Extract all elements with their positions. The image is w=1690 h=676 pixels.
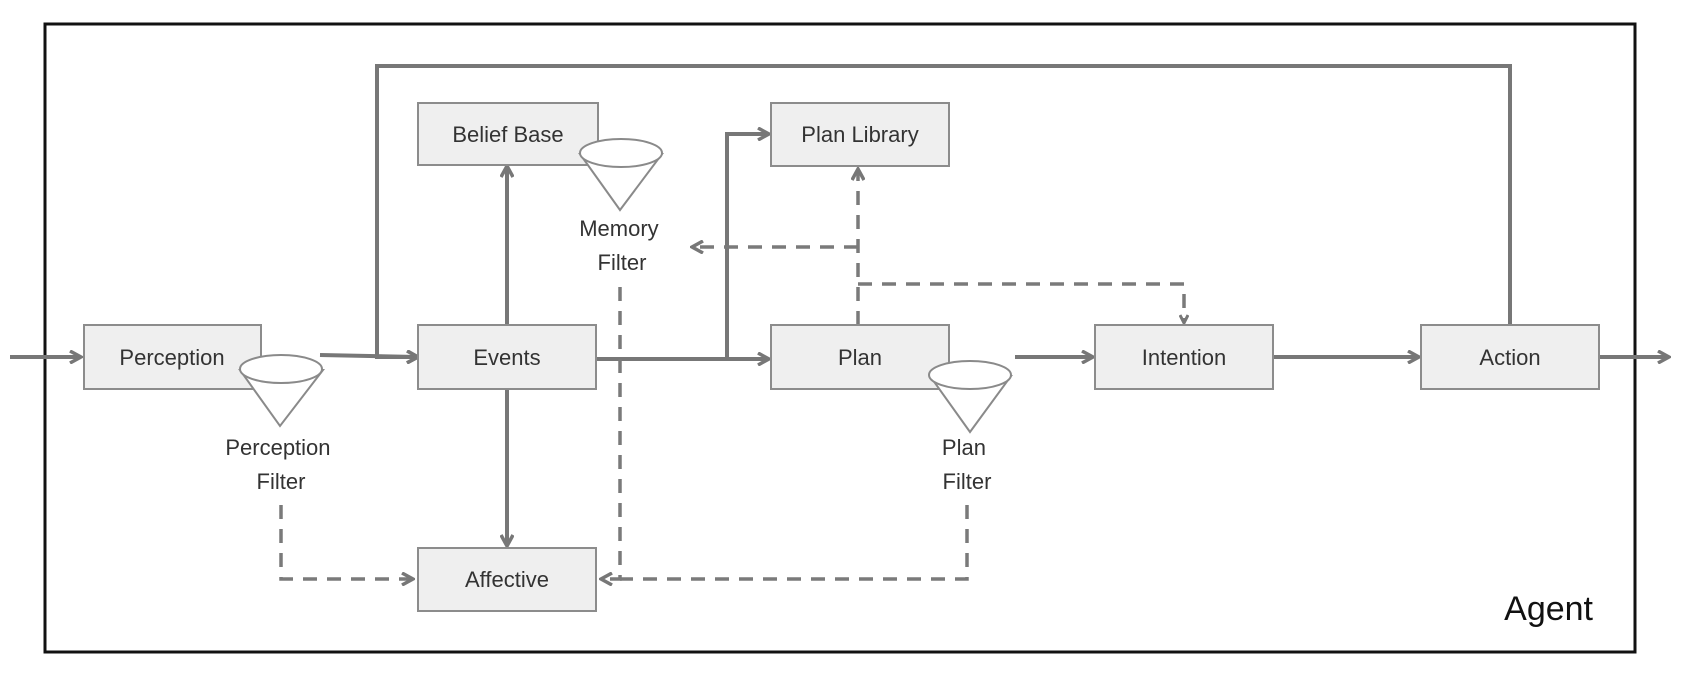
solid-connectors xyxy=(10,64,1668,545)
memory-filter-label-line1: Memory xyxy=(579,216,658,241)
arrow-action-feedback-loop xyxy=(375,64,1512,357)
memory-filter-funnel-icon xyxy=(578,138,664,212)
perception-filter-label-line2: Filter xyxy=(257,469,306,494)
affective-box-label: Affective xyxy=(465,567,549,592)
memory-filter-label: Memory Filter xyxy=(579,216,665,275)
perception-filter-label-line1: Perception xyxy=(225,435,330,460)
action-box-label: Action xyxy=(1479,345,1540,370)
dashed-connectors xyxy=(279,170,1184,581)
plan-filter-label: Plan Filter xyxy=(942,435,992,494)
dashed-plan-filter-affective xyxy=(620,505,969,581)
dashed-perception-filter-affective xyxy=(279,505,412,579)
plan-filter-label-line1: Plan xyxy=(942,435,986,460)
belief-base-box-label: Belief Base xyxy=(452,122,563,147)
arrow-events-planlibrary xyxy=(725,134,768,359)
perception-filter-label: Perception Filter xyxy=(225,435,336,494)
agent-frame xyxy=(43,22,1637,654)
intention-box-label: Intention xyxy=(1142,345,1226,370)
plan-box-label: Plan xyxy=(838,345,882,370)
dashed-plan-intention xyxy=(858,282,1184,322)
plan-filter-label-line2: Filter xyxy=(943,469,992,494)
memory-filter-label-line2: Filter xyxy=(598,250,647,275)
affective-box: Affective xyxy=(417,547,597,612)
belief-base-box: Belief Base xyxy=(417,102,599,166)
action-box: Action xyxy=(1420,324,1600,390)
dashed-memory-filter-affective xyxy=(602,287,622,579)
intention-box: Intention xyxy=(1094,324,1274,390)
plan-library-box: Plan Library xyxy=(770,102,950,167)
events-box: Events xyxy=(417,324,597,390)
perception-filter-funnel-icon xyxy=(238,354,326,428)
plan-filter-funnel-icon xyxy=(928,360,1013,434)
events-box-label: Events xyxy=(473,345,540,370)
perception-box-label: Perception xyxy=(119,345,224,370)
plan-box: Plan xyxy=(770,324,950,390)
plan-library-box-label: Plan Library xyxy=(801,122,918,147)
agent-label: Agent xyxy=(1504,590,1593,628)
perception-box: Perception xyxy=(83,324,262,390)
